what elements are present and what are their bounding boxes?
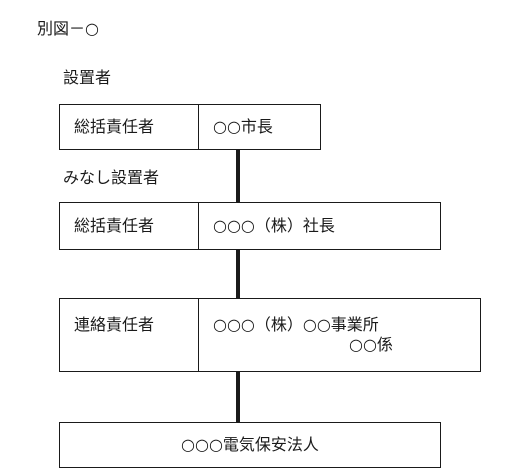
deemed-owner-role: 総括責任者: [74, 216, 155, 235]
owner-box: 総括責任者 ○○市長: [59, 104, 321, 150]
owner-role: 総括責任者: [74, 117, 155, 136]
liaison-divider: [198, 299, 199, 371]
liaison-box: 連絡責任者 ○○○（株）○○事業所 ○○係: [59, 298, 481, 372]
corporation-name: ○○○電気保安法人: [181, 435, 319, 454]
owner-name: ○○市長: [213, 117, 273, 136]
connector-line-3: [236, 372, 240, 422]
owner-label: 設置者: [63, 68, 112, 87]
liaison-name-line2: ○○係: [349, 335, 393, 354]
corporation-box: ○○○電気保安法人: [59, 422, 441, 468]
liaison-name-block: ○○○（株）○○事業所 ○○係: [213, 299, 393, 371]
figure-label: 別図－○: [37, 19, 99, 38]
owner-divider: [198, 105, 199, 149]
liaison-role: 連絡責任者: [74, 315, 155, 334]
connector-line-1: [236, 150, 240, 202]
deemed-owner-label: みなし設置者: [63, 168, 160, 188]
deemed-owner-divider: [198, 203, 199, 249]
connector-line-2: [236, 250, 240, 298]
deemed-owner-box: 総括責任者 ○○○（株）社長: [59, 202, 441, 250]
deemed-owner-name: ○○○（株）社長: [213, 216, 335, 235]
liaison-name-line1: ○○○（株）○○事業所: [213, 315, 379, 334]
